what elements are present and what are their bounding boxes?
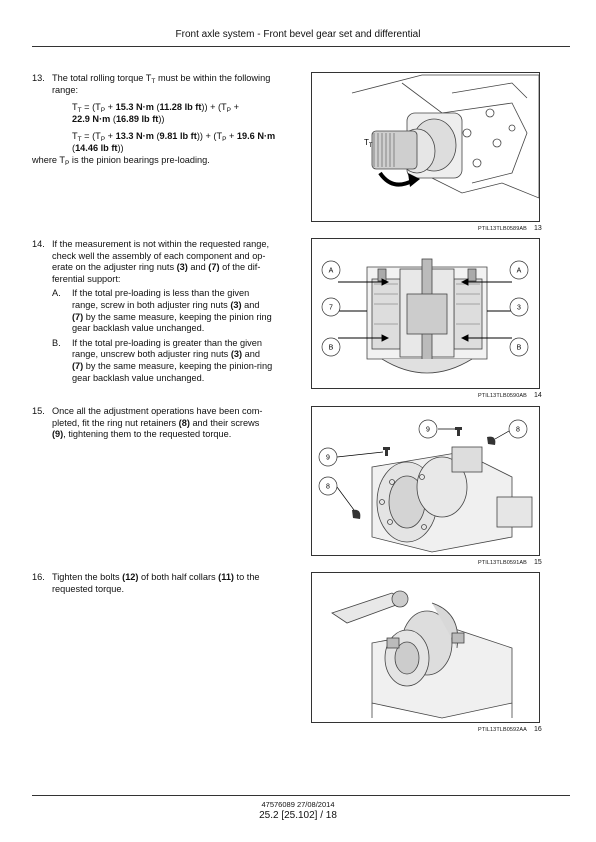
step-13-text: 13. The total rolling torque TT must be … [32, 73, 290, 166]
callout-7 [321, 297, 341, 317]
step-14-text: 14. If the measurement is not within the… [32, 239, 290, 384]
figure-15-number: 15 [534, 559, 542, 566]
step-14-sub-b: B. If the total pre-loading is greater t… [52, 337, 273, 383]
svg-text:A: A [329, 268, 334, 275]
half-collar-bolts-illustration [331, 590, 513, 719]
callout-8-top [508, 419, 528, 439]
torque-measurement-illustration: TT [351, 74, 539, 199]
footer-rule [32, 795, 570, 796]
differential-section-illustration: A A 7 3 B B [321, 258, 529, 374]
figure-13-caption: PTIL13TLB0589AB [478, 226, 527, 232]
callout-8-left [318, 476, 338, 496]
callout-9-left [318, 447, 338, 467]
formula-2: TT = (TP + 13.3 N·m (9.81 lb ft)) + (TP … [72, 131, 276, 153]
svg-text:B: B [329, 345, 334, 352]
callout-b-left [321, 337, 341, 357]
svg-text:8: 8 [516, 427, 520, 434]
callout-a-right [509, 260, 529, 280]
figure-14: A A 7 3 B B [311, 238, 540, 389]
svg-text:9: 9 [326, 455, 330, 462]
header-rule [32, 46, 570, 47]
page-header: Front axle system - Front bevel gear set… [175, 29, 421, 40]
ring-nut-retainer-illustration: 9 8 9 8 [318, 419, 533, 553]
svg-text:9: 9 [426, 427, 430, 434]
torque-label: TT [364, 138, 373, 149]
svg-text:B: B [517, 345, 522, 352]
svg-text:8: 8 [326, 484, 330, 491]
figure-16-caption: PTIL13TLB0592AA [478, 727, 527, 733]
callout-b-right [509, 337, 529, 357]
svg-text:7: 7 [329, 305, 333, 312]
callout-3 [509, 297, 529, 317]
figure-14-caption: PTIL13TLB0590AB [478, 393, 527, 399]
footer-doc-id: 47576089 27/08/2014 [261, 800, 335, 809]
figure-15: 9 8 9 8 [311, 406, 540, 556]
callout-9-top [418, 419, 438, 439]
figure-13: TT [311, 72, 540, 222]
callout-a-left [321, 260, 341, 280]
step-14-sub-a: A. If the total pre-loading is less than… [52, 288, 272, 334]
svg-text:A: A [517, 268, 522, 275]
step-15-text: 15. Once all the adjustment operations h… [32, 406, 263, 440]
formula-1: TT = (TP + 15.3 N·m (11.28 lb ft)) + (TP… [72, 102, 239, 124]
figure-15-caption: PTIL13TLB0591AB [478, 560, 527, 566]
footer-page-number: 25.2 [25.102] / 18 [259, 810, 337, 821]
figure-16-number: 16 [534, 726, 542, 733]
step-16-text: 16. Tighten the bolts (12) of both half … [32, 572, 260, 594]
figure-13-number: 13 [534, 225, 542, 232]
figure-16 [311, 572, 540, 723]
figure-14-number: 14 [534, 392, 542, 399]
svg-text:3: 3 [517, 305, 521, 312]
